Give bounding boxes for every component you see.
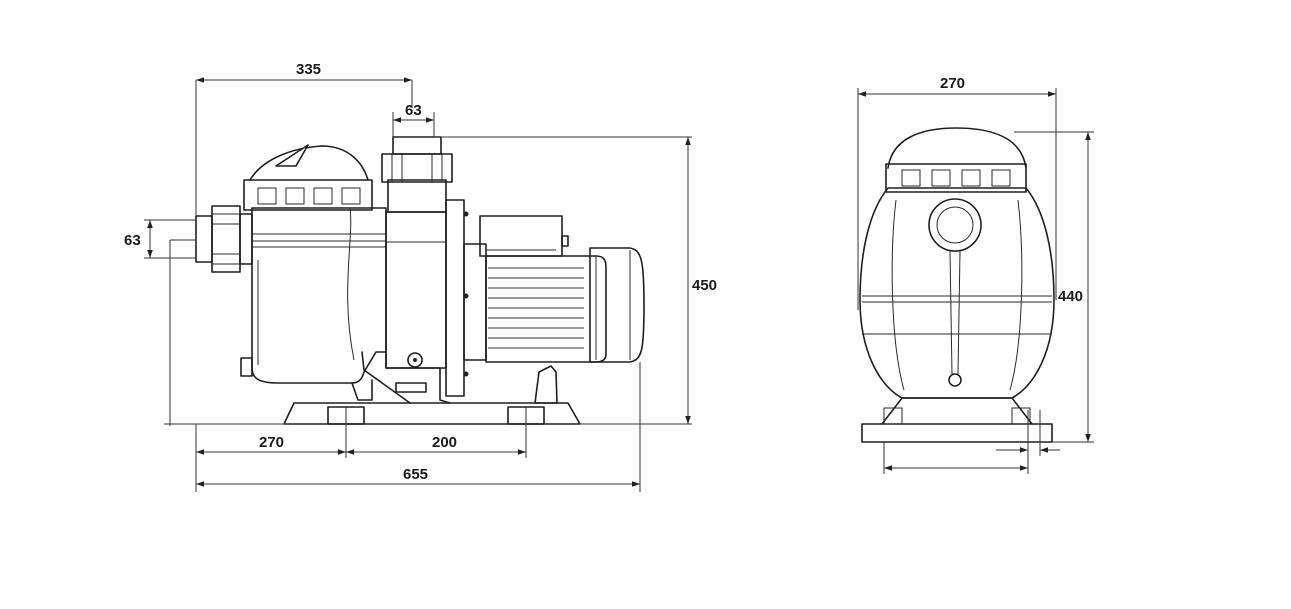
dim-label-655: 655 bbox=[403, 466, 428, 483]
pump-front-view bbox=[859, 127, 1055, 443]
dim-label-270-front: 270 bbox=[940, 75, 965, 92]
volute-body bbox=[385, 211, 447, 369]
outlet-union bbox=[381, 136, 453, 213]
front-body bbox=[859, 127, 1055, 399]
motor-support bbox=[534, 365, 558, 404]
motor-body bbox=[479, 215, 645, 363]
dim-label-440: 440 bbox=[1058, 288, 1083, 305]
side-dimension-lines bbox=[144, 77, 692, 492]
front-dimension-lines bbox=[857, 88, 1094, 474]
strainer-pot bbox=[240, 144, 451, 404]
dim-label-63-inlet: 63 bbox=[124, 232, 141, 249]
inlet-union bbox=[195, 205, 253, 273]
dim-label-335: 335 bbox=[296, 61, 321, 78]
dim-label-200: 200 bbox=[432, 434, 457, 451]
front-base bbox=[861, 397, 1053, 443]
base-plate bbox=[283, 402, 581, 425]
dim-label-450: 450 bbox=[692, 277, 717, 294]
pump-side-view bbox=[195, 136, 645, 425]
dim-label-63-outlet: 63 bbox=[405, 102, 422, 119]
dim-label-270-side: 270 bbox=[259, 434, 284, 451]
